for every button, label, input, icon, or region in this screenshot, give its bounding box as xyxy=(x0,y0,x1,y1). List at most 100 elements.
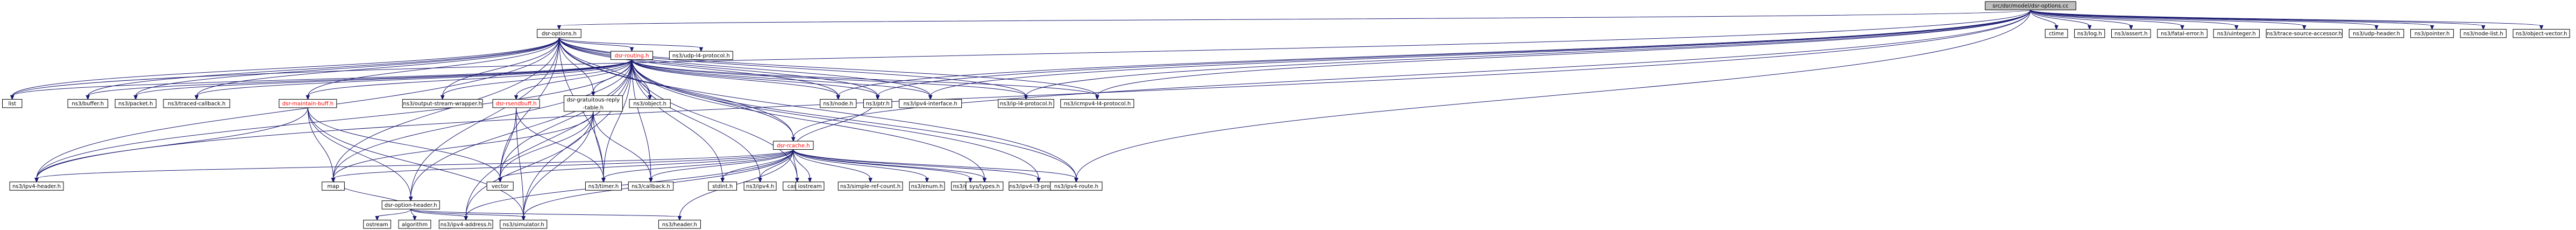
node-label: map xyxy=(327,184,339,190)
edge-option_header-to-algorithm xyxy=(410,209,417,221)
node-pointer[interactable]: ns3/pointer.h xyxy=(2410,29,2454,38)
node-label: ns3/enum.h xyxy=(911,184,943,190)
node-fatal[interactable]: ns3/fatal-error.h xyxy=(2157,29,2208,38)
node-enum[interactable]: ns3/enum.h xyxy=(909,182,945,191)
edge-root-to-icmp xyxy=(1095,10,2031,100)
node-packet[interactable]: ns3/packet.h xyxy=(115,99,157,108)
node-udp-l4[interactable]: ns3/udp-l4-protocol.h xyxy=(669,51,733,60)
edge-routing-to-node xyxy=(631,59,840,100)
edge-root-to-uinteger xyxy=(2030,9,2239,30)
node-output-stream[interactable]: ns3/output-stream-wrapper.h xyxy=(402,99,483,108)
node-ctime[interactable]: ctime xyxy=(2045,29,2068,38)
node-ip-l4[interactable]: ns3/ip-l4-protocol.h xyxy=(998,99,1054,108)
edge-root-to-ctime xyxy=(2030,10,2059,30)
node-grat[interactable]: dsr-gratuitous-reply -table.h xyxy=(564,95,623,112)
node-label: vector xyxy=(492,184,509,190)
node-buffer[interactable]: ns3/buffer.h xyxy=(67,99,108,108)
edge-routing-to-traced_cb xyxy=(194,59,633,100)
node-node-list[interactable]: ns3/node-list.h xyxy=(2460,29,2507,38)
node-ipv4-header[interactable]: ns3/ipv4-header.h xyxy=(9,182,64,191)
node-list[interactable]: list xyxy=(2,99,23,108)
node-label: stdint.h xyxy=(712,184,733,190)
node-ostream[interactable]: ostream xyxy=(363,220,392,229)
node-ptr[interactable]: ns3/ptr.h xyxy=(863,99,892,108)
edge-routing-to-buffer xyxy=(86,59,633,100)
edge-rcache-to-timer xyxy=(601,149,794,183)
node-label: dsr-rcache.h xyxy=(777,143,810,149)
node-node[interactable]: ns3/node.h xyxy=(820,99,857,108)
node-ipv4-if[interactable]: ns3/ipv4-interface.h xyxy=(899,99,962,108)
node-label: ns3/ipv4-interface.h xyxy=(903,101,957,107)
node-label: ns3/traced-callback.h xyxy=(168,101,226,107)
node-log[interactable]: ns3/log.h xyxy=(2074,29,2105,38)
node-object[interactable]: ns3/object.h xyxy=(629,99,671,108)
node-label: dsr-option-header.h xyxy=(385,203,437,208)
node-routing[interactable]: dsr-routing.h xyxy=(611,51,654,60)
node-label: ns3/object-vector.h xyxy=(2516,31,2567,37)
node-udp-header[interactable]: ns3/udp-header.h xyxy=(2348,29,2404,38)
node-label: ns3/ipv4-l3-protocol.h xyxy=(1009,184,1068,190)
edge-option_header-to-simulator xyxy=(410,208,526,221)
node-label: ns3/ptr.h xyxy=(866,101,890,107)
node-root[interactable]: src/dsr/model/dsr-options.cc xyxy=(1985,1,2076,10)
node-label: algorithm xyxy=(402,222,428,228)
node-option-header[interactable]: dsr-option-header.h xyxy=(381,200,440,210)
edge-options_h-to-traced_cb xyxy=(194,37,559,100)
node-label: ctime xyxy=(2049,31,2064,37)
node-vector[interactable]: vector xyxy=(486,182,514,191)
node-label: ns3/simple-ref-count.h xyxy=(840,184,900,190)
edge-root-to-fatal xyxy=(2030,9,2184,30)
edge-options_h-to-buffer xyxy=(86,37,559,100)
node-simple-ref[interactable]: ns3/simple-ref-count.h xyxy=(838,182,903,191)
edge-routing-to-rsendbuff xyxy=(514,59,633,100)
node-trace-source[interactable]: ns3/trace-source-accessor.h xyxy=(2266,29,2343,38)
node-label: dsr-gratuitous-reply xyxy=(567,97,620,103)
node-ipv4[interactable]: ns3/ipv4.h xyxy=(743,182,777,191)
node-label: ns3/header.h xyxy=(662,222,697,228)
edge-rcache-to-iostream xyxy=(793,149,812,183)
node-rcache[interactable]: dsr-rcache.h xyxy=(773,141,814,150)
edge-options_h-to-output_stream xyxy=(440,37,559,100)
node-label: sys/types.h xyxy=(969,184,1000,190)
node-object-vector[interactable]: ns3/object-vector.h xyxy=(2513,29,2570,38)
node-timer[interactable]: ns3/timer.h xyxy=(585,182,622,191)
node-label: -table.h xyxy=(583,105,604,111)
edge-routing-to-cassert xyxy=(631,59,799,183)
node-traced-cb[interactable]: ns3/traced-callback.h xyxy=(163,99,230,108)
edge-routing-to-maintain xyxy=(306,59,633,100)
node-label: list xyxy=(8,101,16,107)
node-iostream[interactable]: iostream xyxy=(795,182,825,191)
edge-options_h-to-packet xyxy=(133,37,559,100)
node-icmp[interactable]: ns3/icmpv4-l4-protocol.h xyxy=(1060,99,1134,108)
node-ipv4-route[interactable]: ns3/ipv4-route.h xyxy=(1050,182,1103,191)
node-label: ns3/callback.h xyxy=(631,184,670,190)
node-label: ostream xyxy=(366,222,388,228)
edge-maintain-to-map xyxy=(307,107,336,183)
node-rsendbuff[interactable]: dsr-rsendbuff.h xyxy=(492,99,540,108)
edge-routing-to-icmp xyxy=(631,59,1099,100)
edge-option_header-to-ipv4_address xyxy=(410,208,468,221)
node-uinteger[interactable]: ns3/uinteger.h xyxy=(2213,29,2260,38)
node-maintain[interactable]: dsr-maintain-buff.h xyxy=(279,99,337,108)
node-options-h[interactable]: dsr-options.h xyxy=(537,29,581,38)
node-systypes[interactable]: sys/types.h xyxy=(966,182,1004,191)
node-simulator[interactable]: ns3/simulator.h xyxy=(500,220,548,229)
node-map[interactable]: map xyxy=(322,182,345,191)
node-ipv4-address[interactable]: ns3/ipv4-address.h xyxy=(438,220,493,229)
node-label: ns3/object.h xyxy=(633,101,666,107)
edge-rcache-to-systypes xyxy=(793,149,987,183)
edge-rcache-to-stdint xyxy=(720,149,794,183)
edge-options_h-to-grat xyxy=(558,37,595,96)
node-algorithm[interactable]: algorithm xyxy=(398,220,431,229)
node-assert[interactable]: ns3/assert.h xyxy=(2111,29,2151,38)
node-label: ns3/ipv4-route.h xyxy=(1054,184,1098,190)
node-header[interactable]: ns3/header.h xyxy=(658,220,701,229)
edge-root-to-ip_l4 xyxy=(1024,10,2031,100)
edge-rcache-to-callback xyxy=(649,149,794,183)
node-label: src/dsr/model/dsr-options.cc xyxy=(1992,3,2068,9)
node-stdint[interactable]: stdint.h xyxy=(708,182,737,191)
node-label: dsr-maintain-buff.h xyxy=(282,101,334,107)
edge-root-to-assert xyxy=(2030,10,2133,30)
node-callback[interactable]: ns3/callback.h xyxy=(628,182,674,191)
node-label: ns3/trace-source-accessor.h xyxy=(2267,31,2342,37)
